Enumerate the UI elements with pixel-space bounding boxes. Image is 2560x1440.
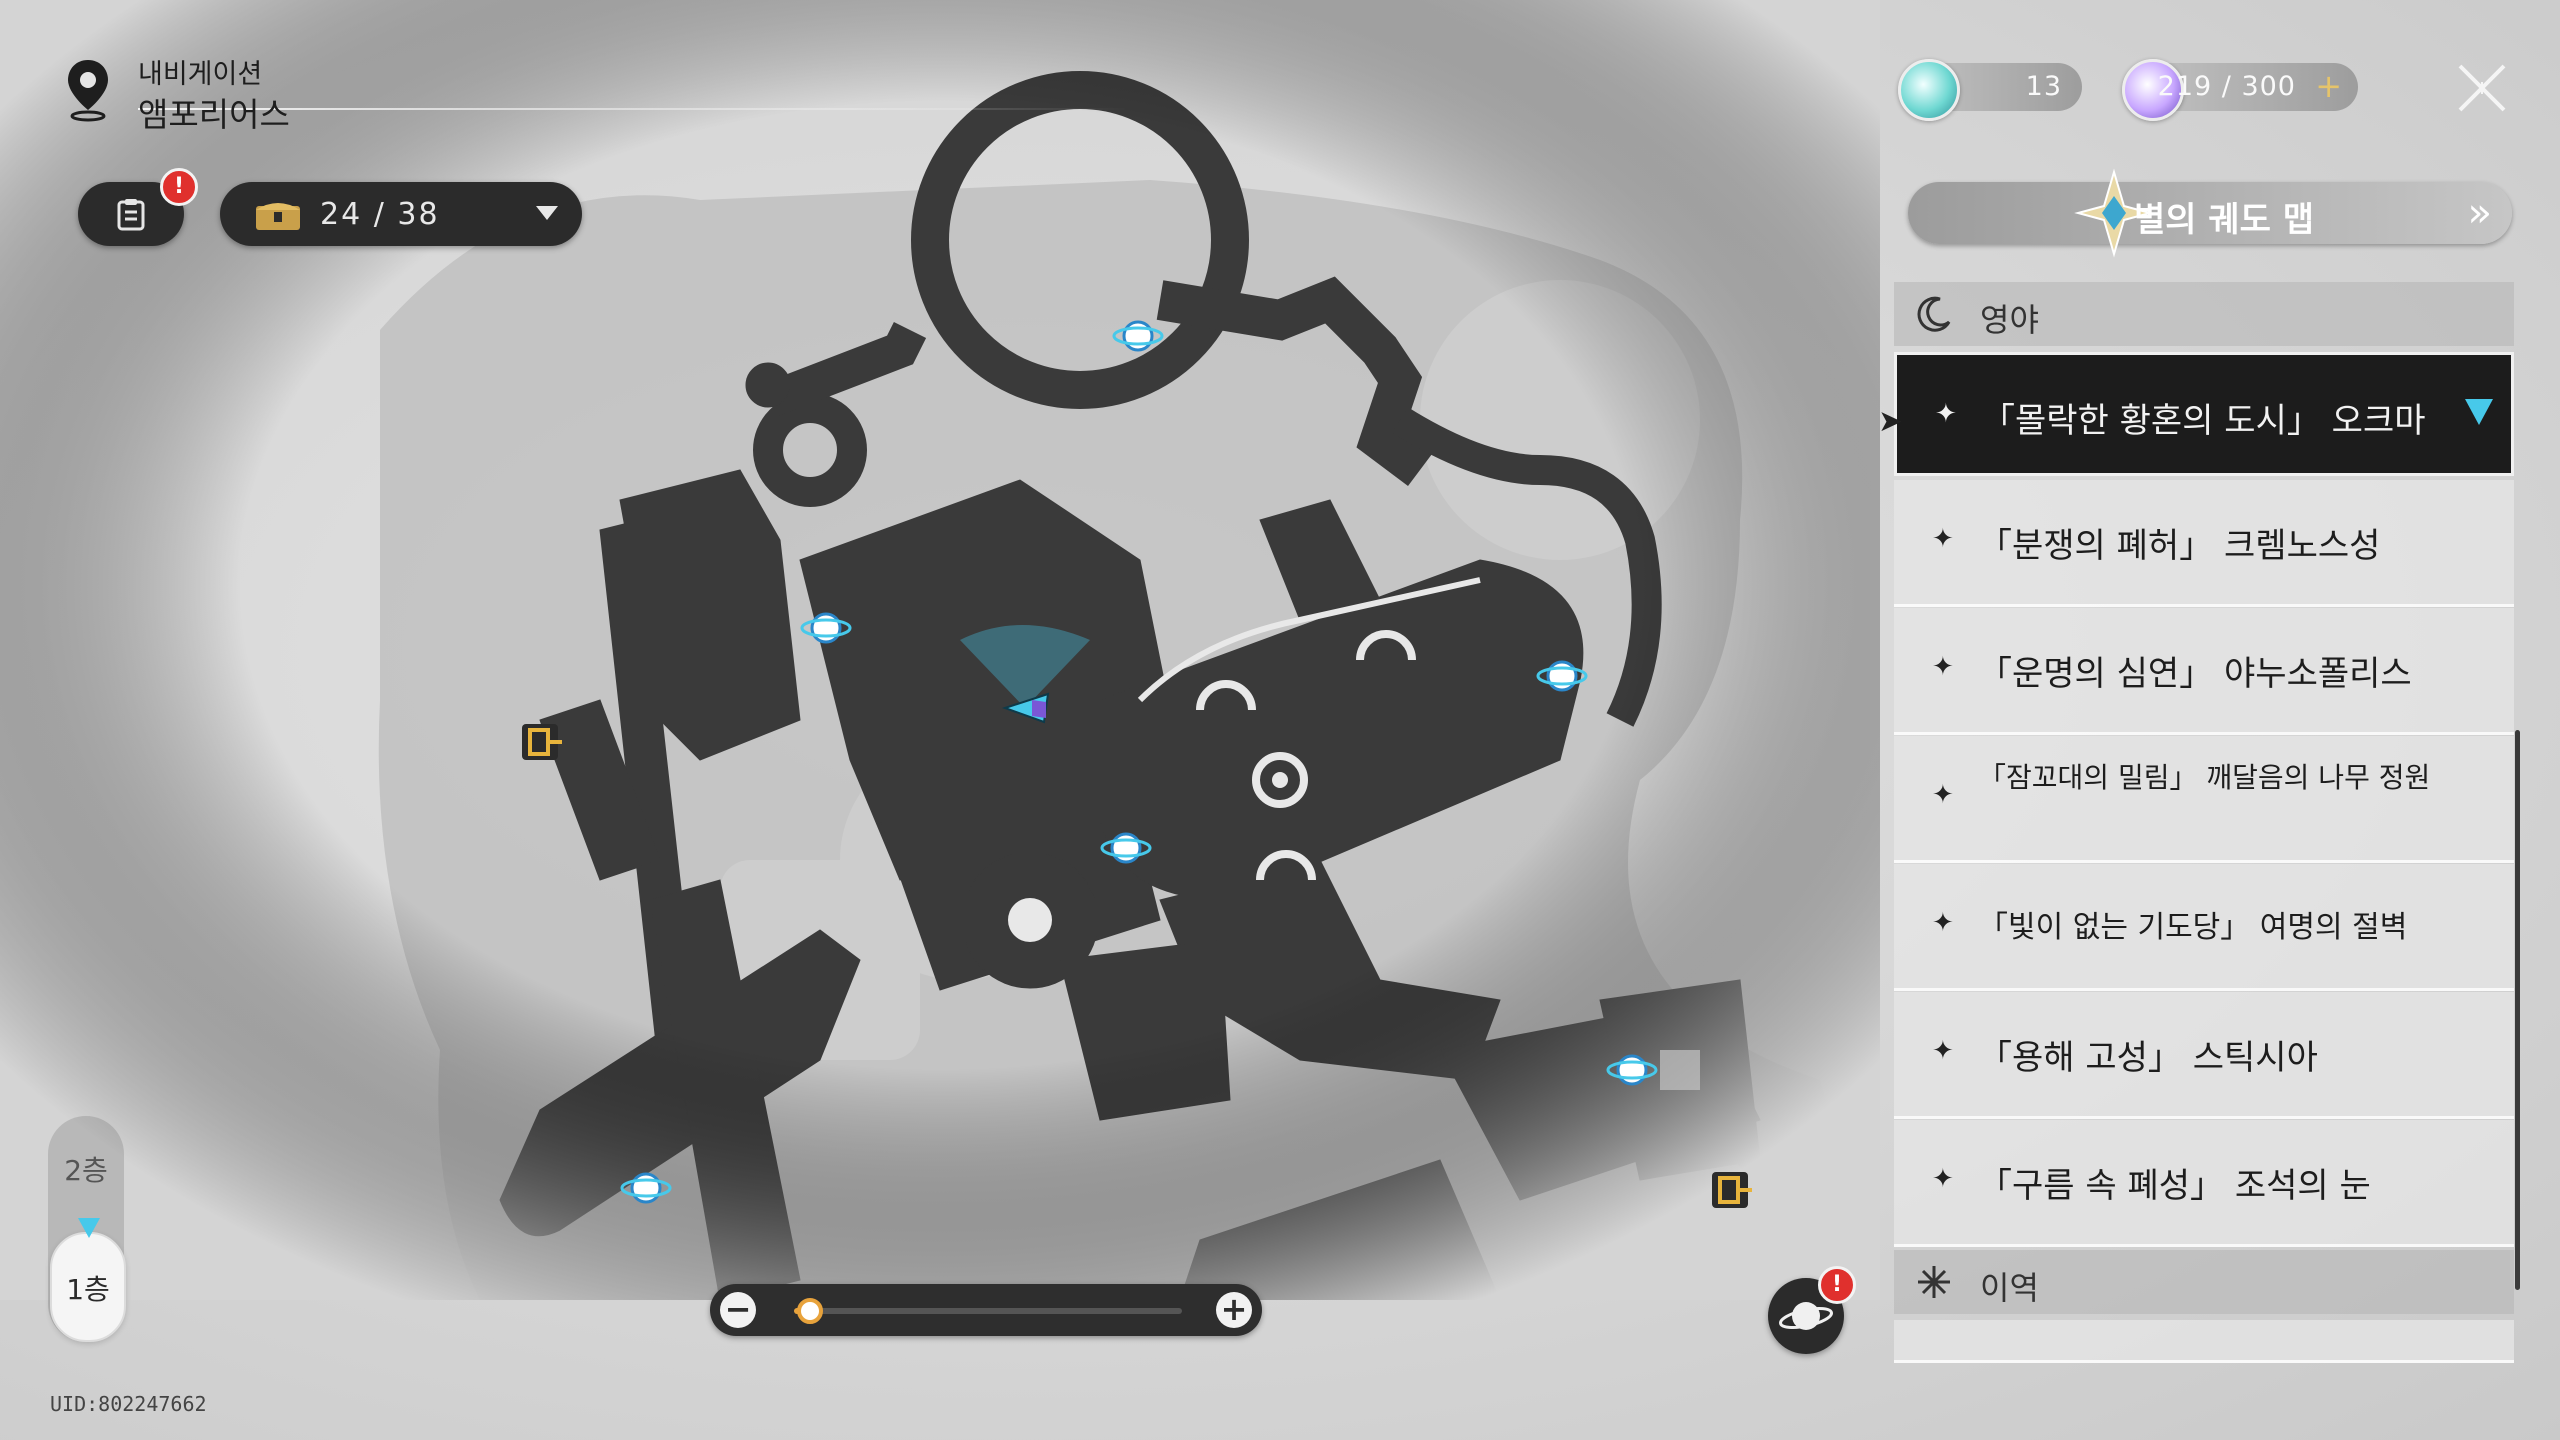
- zoom-in-button[interactable]: +: [1216, 1292, 1252, 1328]
- space-anchor-icon[interactable]: [1536, 660, 1588, 692]
- trailblaze-power[interactable]: 219 / 300 +: [2122, 59, 2358, 121]
- area-item-styxia[interactable]: ✦ 「용해 고성」 스틱시아: [1894, 992, 2514, 1119]
- user-id: UID:802247662: [50, 1392, 207, 1416]
- fuel-count: 13: [2025, 71, 2062, 102]
- zoom-handle[interactable]: [796, 1298, 823, 1324]
- floor-2-button[interactable]: 2층: [64, 1154, 108, 1187]
- treasure-count: 24 / 38: [320, 196, 440, 232]
- category-label: 영야: [1980, 301, 2039, 339]
- area-item-janusopolis[interactable]: ✦ 「운명의 심연」 야누소폴리스: [1894, 608, 2514, 735]
- alert-badge: !: [160, 168, 198, 206]
- star-bullet-icon: ✦: [1932, 780, 1954, 810]
- player-arrow-icon: [1001, 692, 1050, 724]
- trailblaze-button[interactable]: !: [1768, 1266, 1856, 1354]
- star-map-label: 별의 궤도 맵: [2134, 200, 2315, 240]
- zoom-control: − +: [710, 1284, 1262, 1336]
- star-bullet-icon: ✦: [1932, 524, 1954, 554]
- space-anchor-icon[interactable]: [1112, 320, 1164, 352]
- power-orb-icon: [2122, 59, 2184, 121]
- star-bullet-icon: ✦: [1932, 652, 1954, 682]
- zoom-slider[interactable]: [794, 1298, 1182, 1324]
- area-label: 「구름 속 폐성」 조석의 눈: [1978, 1166, 2371, 1206]
- header-divider: [138, 108, 1128, 110]
- fuel-currency[interactable]: 13: [1898, 59, 2082, 121]
- area-item-kremnos[interactable]: ✦ 「분쟁의 폐허」 크렘노스성: [1894, 480, 2514, 607]
- treasure-counter-dropdown[interactable]: 24 / 38: [220, 182, 582, 246]
- space-anchor-icon[interactable]: [800, 612, 852, 644]
- floor-label: 1층: [66, 1273, 110, 1306]
- area-item-grove[interactable]: ✦ 「잠꼬대의 밀림」 깨달음의 나무 정원: [1894, 736, 2514, 863]
- power-count: 219 / 300: [2157, 71, 2296, 102]
- map-canvas[interactable]: [0, 0, 1880, 1300]
- area-label: 「분쟁의 폐허」 크렘노스성: [1978, 526, 2381, 566]
- area-label: 「빛이 없는 기도당」 여명의 절벽: [1978, 910, 2408, 945]
- crescent-moon-icon: [1917, 296, 1951, 332]
- area-label: 「잠꼬대의 밀림」 깨달음의 나무 정원: [1978, 761, 2431, 794]
- selection-pointer-icon: ➤: [1878, 404, 1904, 439]
- floor-1-button[interactable]: 1층: [50, 1218, 126, 1342]
- exit-door-icon[interactable]: [1712, 1172, 1752, 1208]
- treasure-chest-icon: [256, 203, 300, 230]
- chevron-down-icon: [536, 206, 558, 220]
- floor-selector: 2층 1층: [48, 1116, 126, 1342]
- view-cone: [960, 625, 1090, 708]
- location-name: 앰포리어스: [138, 95, 290, 134]
- star-burst-icon: [1918, 1266, 1950, 1298]
- close-x-icon[interactable]: [2454, 60, 2510, 116]
- category-label: 이역: [1980, 1269, 2039, 1307]
- area-item-tidal-eye[interactable]: ✦ 「구름 속 폐성」 조석의 눈: [1894, 1120, 2514, 1247]
- teleport-anchors: [620, 320, 1658, 1204]
- planet-ring-icon: [1779, 1302, 1833, 1330]
- exit-door-icon[interactable]: [522, 724, 562, 760]
- star-bullet-icon: ✦: [1932, 908, 1954, 938]
- area-label: 「용해 고성」 스틱시아: [1978, 1038, 2318, 1078]
- alert-badge: !: [1818, 1266, 1856, 1304]
- category-night[interactable]: 영야: [1894, 282, 2514, 346]
- star-compass-icon: [2074, 168, 2154, 258]
- map-pin-icon: [68, 60, 108, 122]
- space-anchor-icon[interactable]: [620, 1172, 672, 1204]
- current-location-marker: [2465, 399, 2493, 425]
- star-bullet-icon: ✦: [1932, 1036, 1954, 1066]
- zoom-out-button[interactable]: −: [720, 1292, 756, 1328]
- clipboard-icon: [117, 199, 145, 231]
- star-bullet-icon: ✦: [1932, 1164, 1954, 1194]
- area-label: 「운명의 심연」 야누소폴리스: [1978, 654, 2412, 694]
- area-list: 영야 ✦ 「몰락한 황혼의 도시」 오크마 ✦ 「분쟁의 폐허」 크렘노스성 ✦…: [1894, 282, 2514, 1363]
- area-list-overflow: [1894, 1320, 2514, 1363]
- current-floor-marker: [78, 1218, 100, 1238]
- star-bullet-icon: ✦: [1935, 399, 1957, 429]
- category-otherworld[interactable]: 이역: [1894, 1250, 2514, 1314]
- space-anchor-icon[interactable]: [1606, 1054, 1658, 1086]
- chevron-right-icon: »: [2467, 190, 2492, 236]
- list-scrollbar[interactable]: [2515, 730, 2520, 1290]
- area-label: 「몰락한 황혼의 도시」 오크마: [1981, 401, 2426, 441]
- fuel-orb-icon: [1898, 59, 1960, 121]
- area-item-okhema[interactable]: ✦ 「몰락한 황혼의 도시」 오크마: [1894, 352, 2514, 476]
- star-rail-map-button[interactable]: 별의 궤도 맵 »: [1908, 168, 2512, 258]
- add-power-button[interactable]: +: [2315, 67, 2342, 105]
- area-item-cliff[interactable]: ✦ 「빛이 없는 기도당」 여명의 절벽: [1894, 864, 2514, 991]
- space-anchor-icon[interactable]: [1100, 832, 1152, 864]
- navigation-title: 내비게이션: [138, 59, 263, 90]
- quest-log-button[interactable]: !: [78, 168, 198, 246]
